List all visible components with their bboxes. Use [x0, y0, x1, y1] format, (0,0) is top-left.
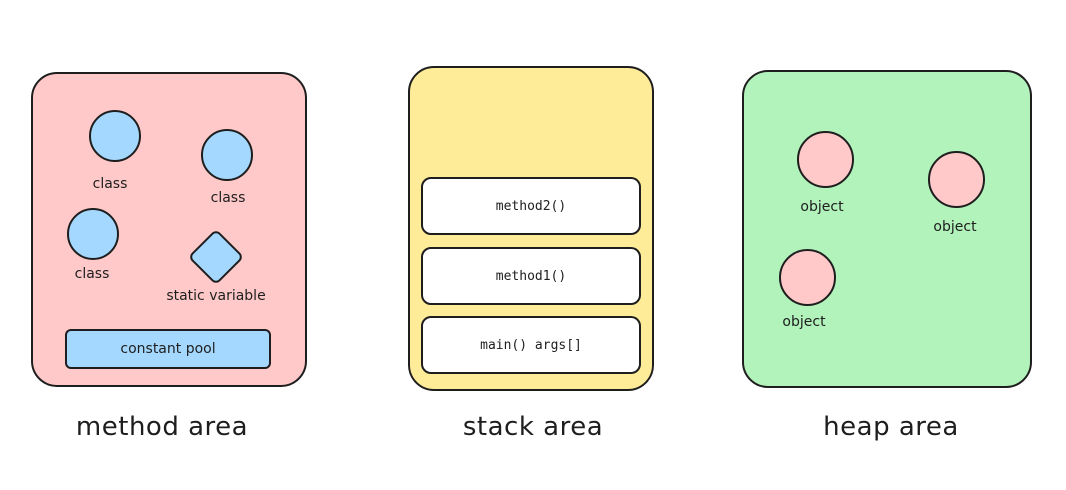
class-label: class [92, 176, 128, 192]
object-circle [779, 249, 836, 306]
class-circle [67, 208, 119, 260]
constant-pool-label: constant pool [120, 341, 216, 357]
object-circle [928, 151, 985, 208]
stack-frame-label: method2() [495, 198, 567, 214]
stack-frame: method1() [421, 247, 641, 305]
stack-frame-label: method1() [495, 268, 567, 284]
object-label: object [800, 199, 844, 215]
heap-area-caption: heap area [823, 412, 959, 442]
object-label: object [933, 219, 977, 235]
class-label: class [210, 190, 246, 206]
stack-frame: main() args[] [421, 316, 641, 374]
static-variable-label: static variable [166, 288, 266, 304]
stack-frame: method2() [421, 177, 641, 235]
method-area-caption: method area [75, 412, 249, 442]
class-circle [89, 110, 141, 162]
class-circle [201, 129, 253, 181]
constant-pool-box: constant pool [65, 329, 271, 369]
stack-frame-label: main() args[] [480, 337, 582, 353]
stack-area-caption: stack area [462, 412, 604, 442]
class-label: class [74, 266, 110, 282]
object-circle [797, 131, 854, 188]
object-label: object [782, 314, 826, 330]
heap-area-panel [742, 70, 1032, 388]
